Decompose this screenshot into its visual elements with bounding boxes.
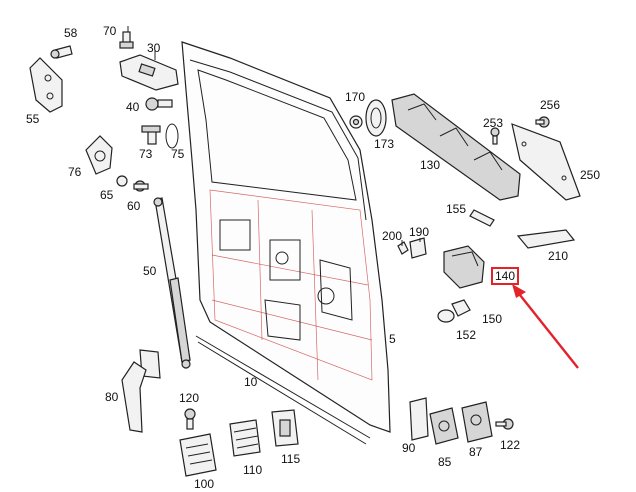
callout-50[interactable]: 50 bbox=[143, 264, 157, 278]
callout-30[interactable]: 30 bbox=[147, 41, 161, 55]
callout-253[interactable]: 253 bbox=[483, 116, 504, 130]
handle-173[interactable] bbox=[365, 99, 387, 137]
handle-210[interactable] bbox=[516, 229, 576, 249]
bracket-115[interactable] bbox=[271, 409, 299, 447]
callout-87[interactable]: 87 bbox=[469, 445, 483, 459]
clip-200[interactable] bbox=[397, 241, 409, 255]
callout-85[interactable]: 85 bbox=[438, 455, 452, 469]
callout-173[interactable]: 173 bbox=[374, 137, 395, 151]
seal-strip-10[interactable] bbox=[195, 335, 371, 445]
plate-76[interactable] bbox=[85, 135, 113, 175]
handle-130[interactable] bbox=[391, 93, 521, 201]
screw-120[interactable] bbox=[184, 408, 196, 430]
callout-200[interactable]: 200 bbox=[382, 229, 403, 243]
callout-58[interactable]: 58 bbox=[64, 26, 78, 40]
callout-256[interactable]: 256 bbox=[540, 98, 561, 112]
callout-120[interactable]: 120 bbox=[179, 391, 200, 405]
screw-40[interactable] bbox=[145, 97, 173, 111]
callout-10[interactable]: 10 bbox=[244, 375, 258, 389]
hinge-bracket-30[interactable] bbox=[119, 54, 179, 91]
callout-40[interactable]: 40 bbox=[126, 100, 140, 114]
highlight-arrow bbox=[512, 284, 579, 369]
callout-130[interactable]: 130 bbox=[420, 158, 441, 172]
callout-190[interactable]: 190 bbox=[409, 225, 430, 239]
lock-85[interactable] bbox=[429, 407, 459, 445]
bolt-58[interactable] bbox=[50, 45, 73, 59]
gas-strut-50[interactable] bbox=[153, 197, 191, 369]
callout-80[interactable]: 80 bbox=[105, 390, 119, 404]
switch-140[interactable] bbox=[443, 245, 485, 289]
callout-70[interactable]: 70 bbox=[103, 24, 117, 38]
pin-155[interactable] bbox=[469, 209, 495, 227]
callout-60[interactable]: 60 bbox=[127, 199, 141, 213]
cover-110[interactable] bbox=[229, 419, 261, 457]
callout-73[interactable]: 73 bbox=[139, 147, 153, 161]
callout-152[interactable]: 152 bbox=[456, 328, 477, 342]
leader-lines bbox=[127, 26, 421, 246]
callout-210[interactable]: 210 bbox=[548, 249, 569, 263]
callout-90[interactable]: 90 bbox=[402, 441, 416, 455]
callout-76[interactable]: 76 bbox=[68, 165, 82, 179]
callout-250[interactable]: 250 bbox=[580, 168, 601, 182]
callout-100[interactable]: 100 bbox=[194, 477, 215, 491]
screw-122[interactable] bbox=[495, 418, 514, 430]
callout-140-highlighted[interactable]: 140 bbox=[490, 267, 520, 285]
screw-170[interactable] bbox=[349, 115, 363, 129]
bolt-70[interactable] bbox=[119, 31, 134, 49]
plate-panel-250[interactable] bbox=[511, 123, 581, 201]
callout-150[interactable]: 150 bbox=[482, 312, 503, 326]
door-frame-5[interactable] bbox=[181, 41, 391, 433]
bulb-152[interactable] bbox=[437, 309, 455, 323]
lock-87[interactable] bbox=[461, 401, 493, 443]
callout-170[interactable]: 170 bbox=[345, 90, 366, 104]
washer-65[interactable] bbox=[116, 175, 128, 187]
connector-190[interactable] bbox=[409, 237, 427, 259]
strap-80[interactable] bbox=[121, 349, 161, 433]
part-150[interactable] bbox=[451, 299, 471, 317]
cover-90[interactable] bbox=[409, 397, 429, 441]
ball-stud-60[interactable] bbox=[133, 180, 149, 192]
cover-100[interactable] bbox=[179, 433, 217, 477]
callout-5[interactable]: 5 bbox=[389, 332, 396, 346]
screw-253[interactable] bbox=[490, 127, 500, 145]
seal-ring-75[interactable] bbox=[165, 123, 179, 149]
callout-55[interactable]: 55 bbox=[26, 112, 40, 126]
callout-75[interactable]: 75 bbox=[171, 147, 185, 161]
pin-73[interactable] bbox=[141, 125, 161, 145]
callout-115[interactable]: 115 bbox=[281, 452, 301, 466]
callout-155[interactable]: 155 bbox=[446, 202, 467, 216]
callout-122[interactable]: 122 bbox=[500, 438, 521, 452]
callout-110[interactable]: 110 bbox=[243, 463, 263, 477]
bracket-55[interactable] bbox=[29, 57, 63, 113]
callout-65[interactable]: 65 bbox=[100, 188, 114, 202]
screw-256[interactable] bbox=[535, 116, 550, 128]
